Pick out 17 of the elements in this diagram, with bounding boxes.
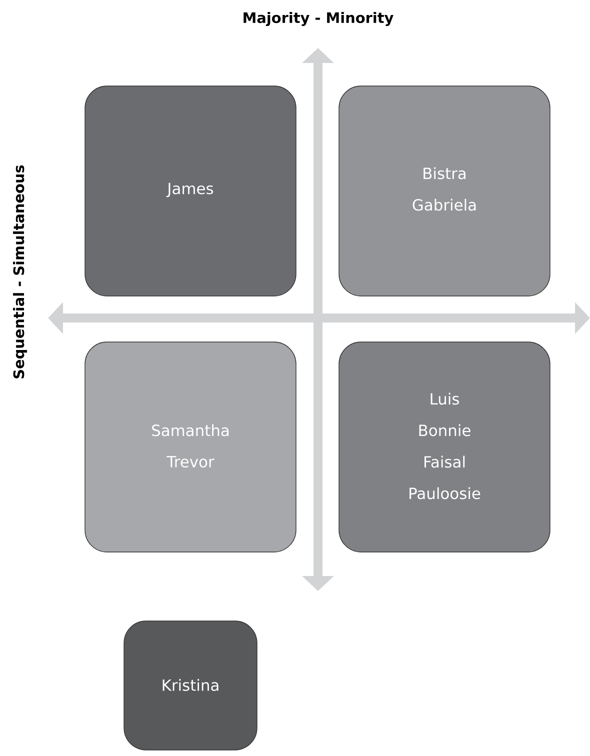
name-box [338, 86, 550, 296]
name-text: Samantha [152, 424, 229, 436]
name-text: Faisal [424, 456, 465, 468]
name-text: Luis [430, 392, 459, 405]
name-text: Trevor [166, 456, 214, 468]
name-box [338, 342, 550, 552]
axis-label: Sequential - Simultaneous [13, 165, 27, 378]
name-text: Bistra [424, 167, 466, 180]
name-text: Gabriela [412, 198, 476, 211]
name-text: Bonnie [419, 424, 470, 436]
name-text: James [166, 182, 214, 198]
name-box [84, 342, 296, 552]
name-box [124, 620, 258, 750]
axis-label: Majority - Minority [244, 12, 394, 26]
name-text: Kristina [162, 679, 218, 691]
name-box [84, 86, 296, 296]
name-text: Pauloosie [410, 487, 480, 500]
